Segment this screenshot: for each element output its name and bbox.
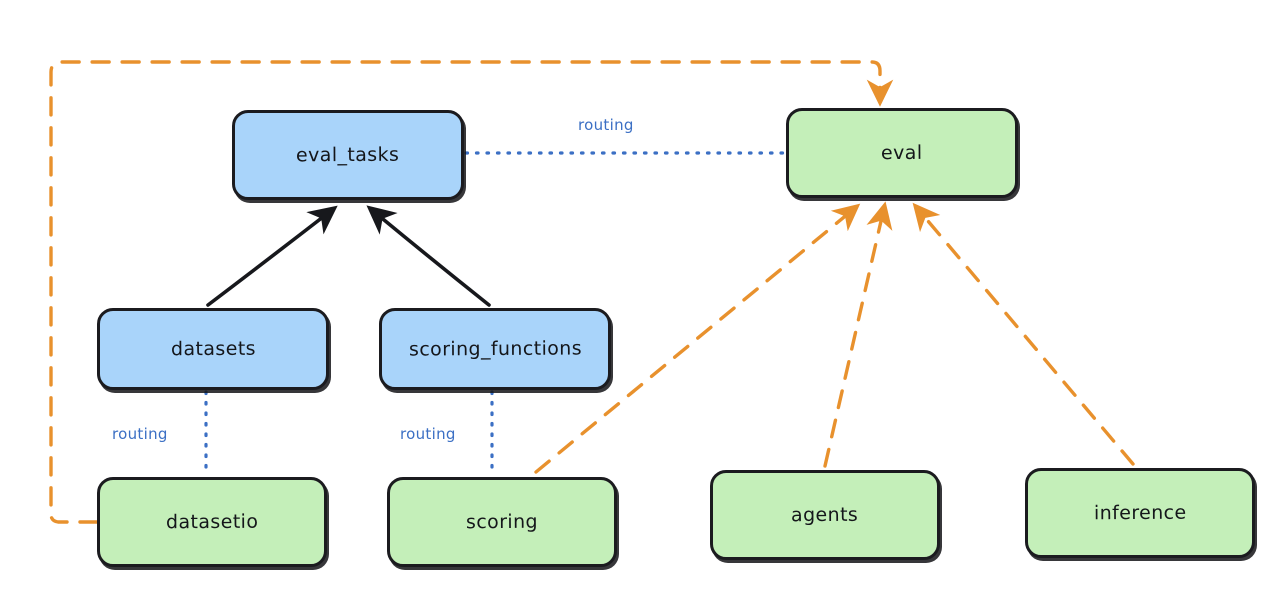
edge-agents-to-eval xyxy=(823,201,893,468)
node-scoring-label: scoring xyxy=(465,510,539,534)
node-datasetio[interactable]: datasetio xyxy=(97,477,327,567)
node-scoring-functions[interactable]: scoring_functions xyxy=(379,308,611,390)
node-eval-tasks[interactable]: eval_tasks xyxy=(232,110,464,200)
node-agents[interactable]: agents xyxy=(710,470,940,560)
node-eval[interactable]: eval xyxy=(786,108,1018,198)
edge-datasets-to-eval-tasks xyxy=(206,205,338,307)
node-datasetio-label: datasetio xyxy=(165,510,259,534)
edge-datasetio-to-eval xyxy=(49,60,894,524)
edge-scoring-functions-to-eval-tasks xyxy=(366,205,491,307)
node-eval-label: eval xyxy=(881,141,923,165)
node-eval-tasks-label: eval_tasks xyxy=(296,143,400,167)
edge-scoring-to-eval xyxy=(534,203,861,474)
node-inference-label: inference xyxy=(1093,501,1187,525)
node-inference[interactable]: inference xyxy=(1025,468,1255,558)
node-datasets-label: datasets xyxy=(170,337,256,361)
node-scoring[interactable]: scoring xyxy=(387,477,617,567)
edge-label-routing-datasets-datasetio: routing xyxy=(112,425,168,443)
edge-label-routing-eval-tasks-eval: routing xyxy=(578,116,634,134)
node-datasets[interactable]: datasets xyxy=(97,308,329,390)
edge-inference-to-eval xyxy=(912,202,1135,466)
edge-label-routing-scoring-functions-scoring: routing xyxy=(400,425,456,443)
node-scoring-functions-label: scoring_functions xyxy=(408,337,582,361)
node-agents-label: agents xyxy=(791,503,859,527)
